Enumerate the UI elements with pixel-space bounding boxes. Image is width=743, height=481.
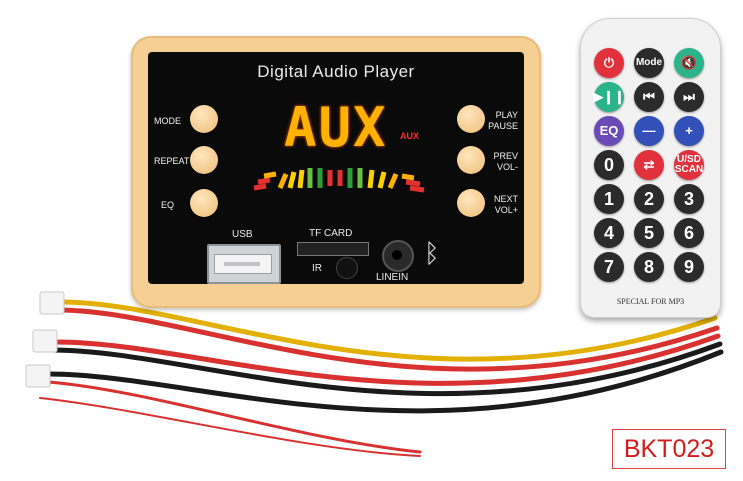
tf-card-label: TF CARD [309,228,353,239]
remote-button-17[interactable]: 6 [674,218,704,248]
remote-button-11[interactable]: U/SD SCAN [674,150,704,180]
product-code-badge: BKT023 [612,429,726,469]
display-tag: AUX [400,131,420,141]
mode-label: MODE [154,116,181,126]
ir-label: IR [312,263,322,274]
remote-footer: SPECIAL FOR MP3 [616,297,685,306]
repeat-label: REPEAT [154,156,190,166]
remote-button-16[interactable]: 5 [634,218,664,248]
play-pause-label: PLAY PAUSE [488,110,518,131]
remote-button-1[interactable]: Mode [634,48,664,78]
usb-port-contact [224,262,260,266]
module-title: Digital Audio Player [257,62,415,81]
eq-button[interactable] [190,189,218,217]
remote-button-18[interactable]: 7 [594,252,624,282]
remote-button-20[interactable]: 9 [674,252,704,282]
remote-button-6[interactable]: EQ [594,116,624,146]
mode-button[interactable] [190,105,218,133]
eq-label: EQ [161,200,175,210]
remote-button-4[interactable]: ⏮ [634,82,664,112]
ir-receiver [336,257,358,279]
remote-button-9[interactable]: 0 [594,150,624,180]
prev-button[interactable] [457,146,485,174]
linein-label: LINEIN [376,272,409,283]
remote-button-2[interactable]: 🔇 [674,48,704,78]
remote-button-15[interactable]: 4 [594,218,624,248]
usb-label: USB [232,229,253,240]
play-pause-button[interactable] [457,105,485,133]
next-button[interactable] [457,189,485,217]
spectrum-meter [253,168,425,193]
remote-button-7[interactable]: — [634,116,664,146]
display-main: AUX [284,96,388,159]
prev-label: PREV VOL- [493,151,518,172]
repeat-button[interactable] [190,146,218,174]
remote-button-13[interactable]: 2 [634,184,664,214]
linein-jack-hole [392,250,402,260]
remote-button-12[interactable]: 1 [594,184,624,214]
remote-button-8[interactable]: + [674,116,704,146]
remote-button-14[interactable]: 3 [674,184,704,214]
tf-card-slot[interactable] [297,242,369,256]
remote-button-10[interactable]: ⇄ [634,150,664,180]
remote-button-19[interactable]: 8 [634,252,664,282]
next-label: NEXT VOL+ [493,194,518,215]
remote-button-0[interactable]: ⏻ [594,48,624,78]
remote-button-5[interactable]: ⏭ [674,82,704,112]
remote-button-3[interactable]: ▶❙❙ [593,82,625,112]
bluetooth-icon: ᛒ [424,238,440,268]
